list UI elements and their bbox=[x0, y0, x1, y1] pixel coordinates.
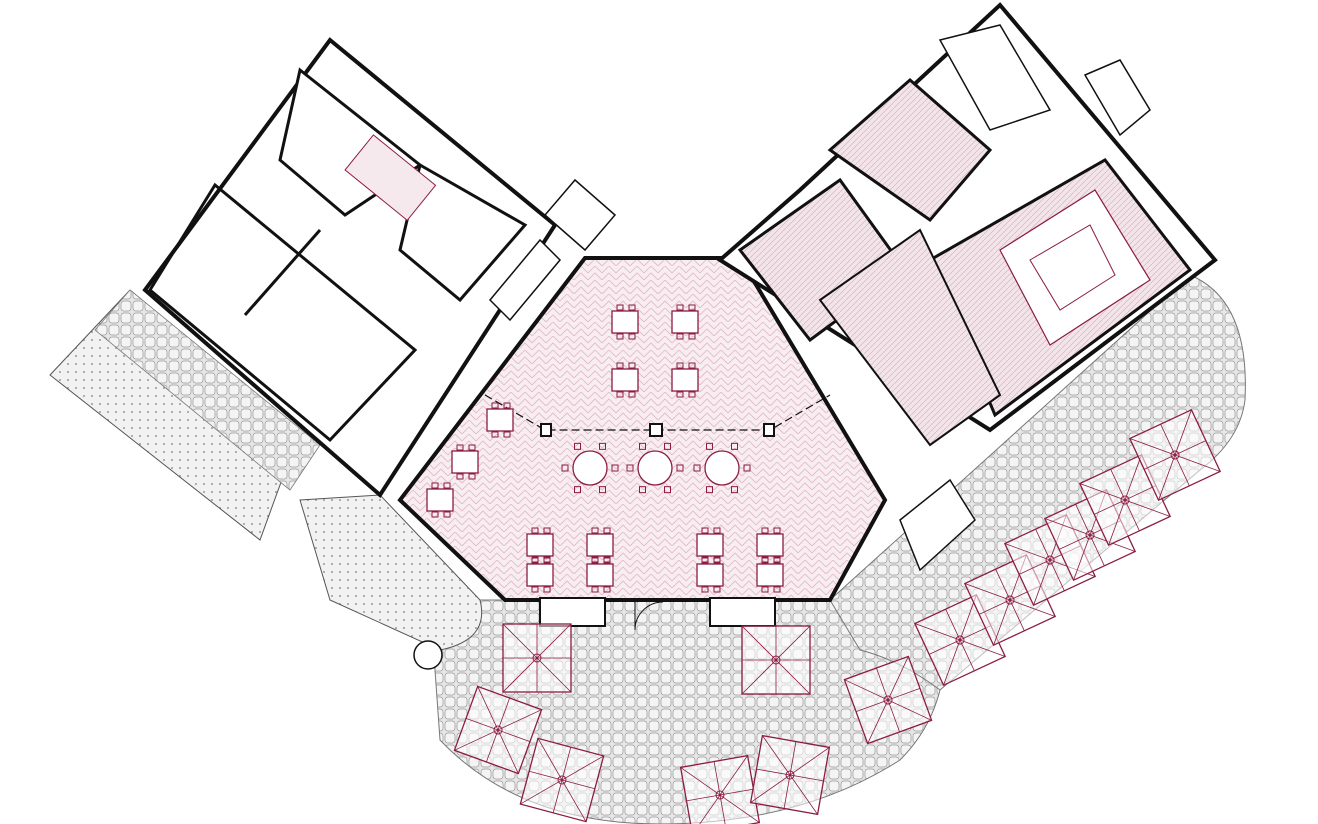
left-wing bbox=[142, 37, 558, 499]
dining-tables bbox=[426, 304, 784, 593]
dining-table-icon bbox=[526, 557, 554, 593]
dining-table-icon bbox=[671, 362, 699, 398]
umbrella-table-icon bbox=[679, 754, 761, 824]
dining-table-icon bbox=[611, 304, 639, 340]
dining-table-icon bbox=[671, 304, 699, 340]
dining-table-icon bbox=[426, 482, 454, 518]
entrance-door-icons bbox=[413, 597, 776, 670]
dining-table-icon bbox=[696, 557, 724, 593]
round-table-icon bbox=[626, 442, 684, 494]
umbrella-table-icon bbox=[453, 685, 543, 775]
stair-icon bbox=[899, 59, 1151, 572]
outdoor-umbrella-tables bbox=[453, 408, 1222, 824]
umbrella-table-icon bbox=[843, 655, 933, 745]
right-wing bbox=[716, 2, 1218, 447]
dining-table-icon bbox=[486, 402, 514, 438]
umbrella-table-icon bbox=[741, 625, 811, 695]
stair-icon bbox=[488, 178, 617, 322]
dining-table-icon bbox=[611, 362, 639, 398]
umbrella-table-icon bbox=[519, 737, 605, 823]
dining-table-icon bbox=[756, 557, 784, 593]
beam-line bbox=[484, 394, 831, 431]
dining-table-icon bbox=[586, 557, 614, 593]
dining-table-icon bbox=[451, 444, 479, 480]
dining-table-icon bbox=[696, 527, 724, 563]
column-icons bbox=[540, 423, 775, 437]
dining-table-icon bbox=[756, 527, 784, 563]
umbrella-table-icon bbox=[1128, 408, 1222, 502]
umbrella-table-icon bbox=[502, 623, 572, 693]
umbrella-table-icon bbox=[749, 734, 831, 816]
round-table-icon bbox=[693, 442, 751, 494]
round-table-icon bbox=[561, 442, 619, 494]
